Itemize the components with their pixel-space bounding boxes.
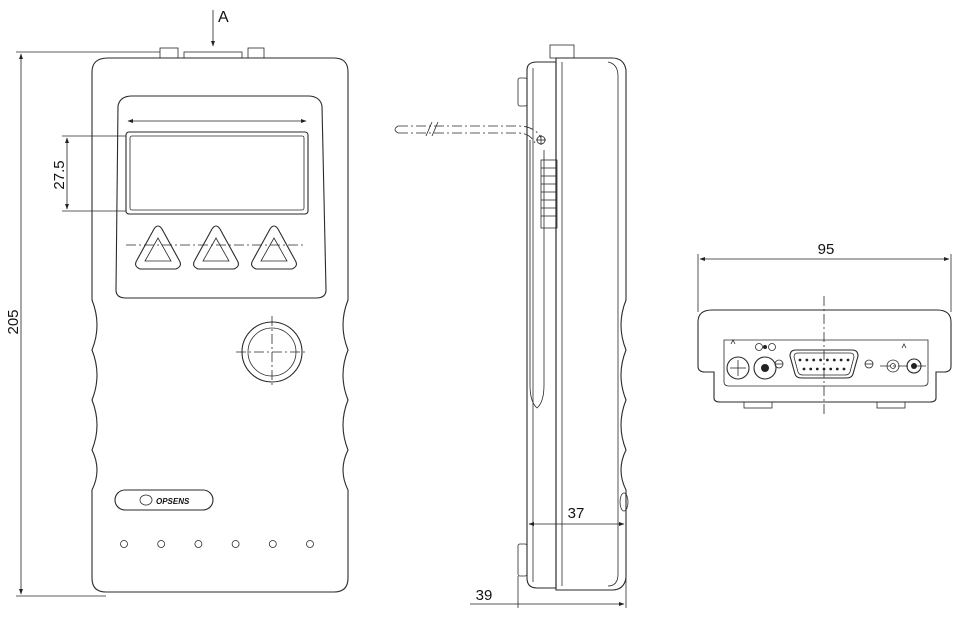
cable-break-2 xyxy=(431,121,439,137)
db-pin xyxy=(809,367,813,371)
key-1-button[interactable] xyxy=(135,225,181,270)
lcd-display-inner xyxy=(129,135,305,211)
indicator-led xyxy=(194,540,203,548)
side-body-outline xyxy=(555,57,627,591)
screw-right xyxy=(864,359,874,369)
probe-connector-center xyxy=(753,356,777,380)
depth-body-dim-label: 37 xyxy=(568,505,585,522)
tiny-marking-right xyxy=(901,343,907,349)
probe-cable xyxy=(398,125,542,139)
side-lower-button[interactable] xyxy=(517,543,528,577)
width-dim-label: 95 xyxy=(818,241,835,258)
side-upper-button[interactable] xyxy=(517,77,528,107)
db-pin xyxy=(815,367,819,371)
db-pin xyxy=(822,367,826,371)
front-body-outline xyxy=(91,57,349,593)
side-top-tab xyxy=(549,44,575,59)
indicator-led xyxy=(231,540,240,548)
screw-left xyxy=(774,359,784,369)
cable-break-1 xyxy=(425,121,433,137)
db-pin xyxy=(812,358,816,362)
top-connector-right xyxy=(247,47,265,59)
key-2-button[interactable] xyxy=(193,225,239,270)
front-upper-panel xyxy=(115,95,327,299)
db-pin xyxy=(798,358,802,362)
lcd-display xyxy=(125,131,309,215)
db-connector xyxy=(789,349,859,379)
top-view-foot-right xyxy=(876,401,906,409)
indicator-led-row xyxy=(120,540,314,548)
side-view: 37 39 xyxy=(394,44,629,608)
db-pin xyxy=(832,358,836,362)
db-pin xyxy=(829,367,833,371)
db-pin xyxy=(842,367,846,371)
top-connector-center xyxy=(183,51,243,59)
brand-logo-text: OPSENS xyxy=(156,497,190,506)
probe-connector-left xyxy=(726,356,750,380)
db-pin xyxy=(805,358,809,362)
probe-cable-lower xyxy=(398,132,536,144)
top-view-foot-left xyxy=(743,401,773,409)
top-view-outline xyxy=(697,309,952,403)
top-view-inner xyxy=(723,339,929,387)
front-view: 27.5 OPSENS A xyxy=(5,9,349,597)
indicator-led xyxy=(157,540,166,548)
db-connector-pins xyxy=(798,358,850,371)
indicator-led xyxy=(268,540,277,548)
brand-plate xyxy=(114,489,214,511)
top-view: 95 xyxy=(697,241,952,414)
db-pin xyxy=(835,367,839,371)
probe-cable-end xyxy=(394,125,399,134)
side-rear-plate xyxy=(526,61,557,589)
view-marker-a: A xyxy=(218,9,229,26)
small-led-2 xyxy=(768,343,776,351)
db-pin xyxy=(819,358,822,362)
indicator-led xyxy=(306,540,314,548)
indicator-led xyxy=(120,540,128,548)
brand-logo-icon xyxy=(139,494,153,506)
height-dim-label: 205 xyxy=(5,309,22,334)
db-pin xyxy=(826,358,829,362)
side-grip-ribs xyxy=(540,159,558,229)
top-connector-left xyxy=(159,47,179,59)
db-pin xyxy=(802,367,806,371)
display-dim-label: 27.5 xyxy=(51,160,68,189)
tiny-marking-left xyxy=(730,339,736,345)
small-led xyxy=(755,343,763,351)
side-jack xyxy=(619,492,629,512)
depth-total-dim-label: 39 xyxy=(476,587,493,604)
db-pin xyxy=(839,358,843,362)
side-clip-arm xyxy=(529,140,545,409)
db-pin xyxy=(846,358,850,362)
key-3-button[interactable] xyxy=(251,225,297,270)
side-body-front-edge xyxy=(607,61,619,587)
